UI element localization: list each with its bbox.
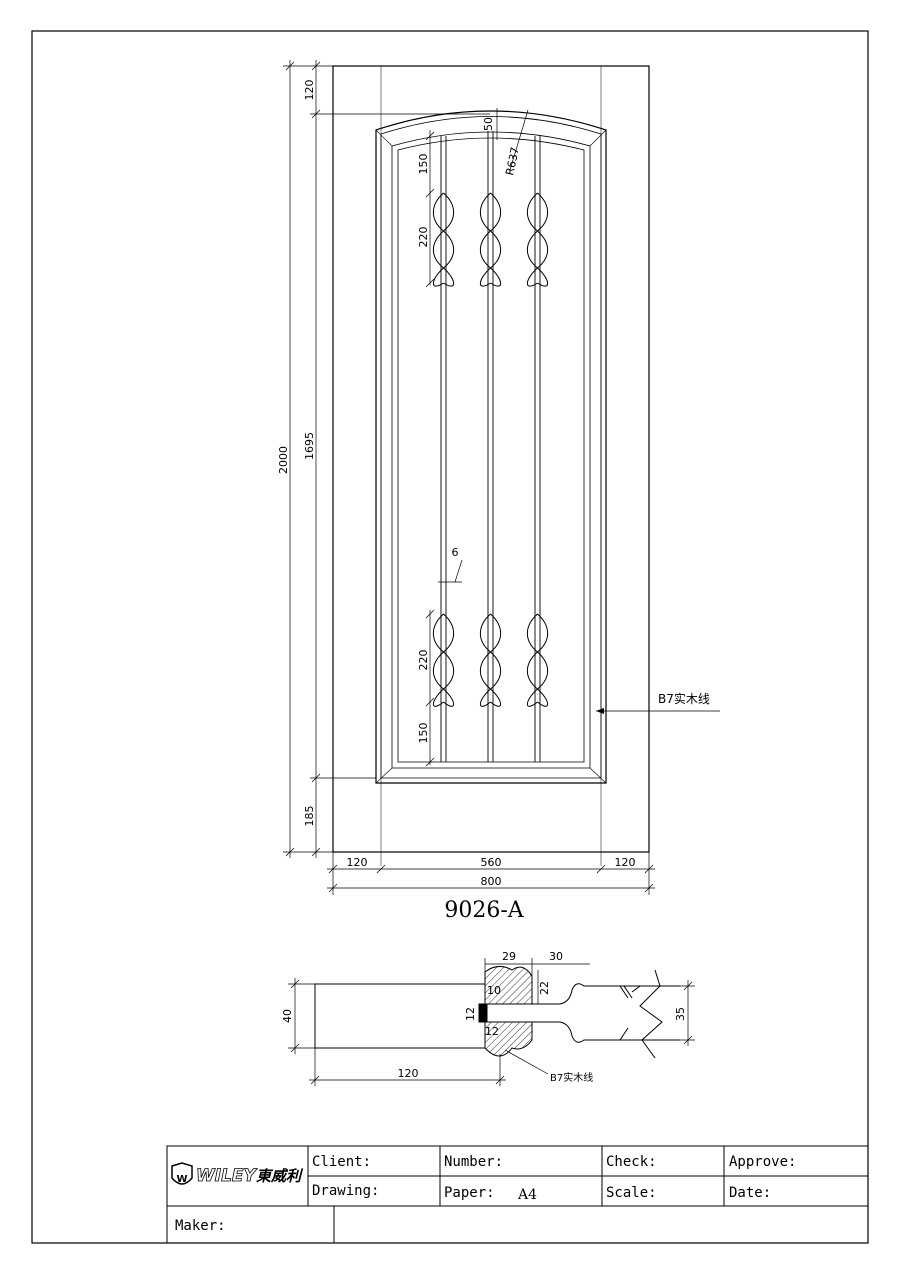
- panel-tongue: [478, 1003, 488, 1023]
- shield-icon: [171, 1162, 193, 1185]
- company-logo: W WILEY 東威利: [171, 1162, 304, 1186]
- stile-section: [314, 983, 486, 1049]
- maker-label: Maker:: [175, 1218, 226, 1234]
- door-front-view: [332, 65, 650, 866]
- door-outline: [332, 65, 650, 853]
- molding-callout: B7实木线: [658, 691, 710, 706]
- dim-groove-upper: 12: [464, 1007, 477, 1021]
- dim-molding-height: 22: [538, 981, 551, 995]
- dim-overall-height: 2000: [277, 446, 290, 474]
- dim-groove-lower: 12: [485, 1025, 499, 1038]
- dim-panel-width: 560: [481, 856, 502, 869]
- dim-left-stile: 120: [347, 856, 368, 869]
- date-label: Date:: [729, 1185, 771, 1201]
- section-molding-callout: B7实木线: [550, 1071, 593, 1084]
- dim-bottom-ornament-length: 220: [417, 650, 430, 671]
- section-dimensions: [288, 958, 695, 1086]
- top-ornaments: [432, 192, 549, 287]
- dim-top-ornament-offset: 150: [417, 154, 430, 175]
- decorative-bars: [440, 131, 541, 762]
- svg-text:W: W: [176, 1174, 187, 1185]
- sheet-border: [31, 30, 869, 1244]
- dim-bottom-ornament-offset: 150: [417, 723, 430, 744]
- number-label: Number:: [444, 1154, 503, 1170]
- dim-molding-step: 30: [549, 950, 563, 963]
- molding-frame-outer: [375, 110, 607, 784]
- molding-profile-bottom: [484, 1021, 533, 1057]
- dim-panel-height: 1695: [303, 432, 316, 460]
- drawing-label: Drawing:: [312, 1183, 379, 1199]
- dim-top-rail: 120: [303, 80, 316, 101]
- dim-section-stile-width: 120: [398, 1067, 419, 1080]
- bottom-ornaments: [432, 613, 549, 707]
- dim-profile-thickness: 35: [674, 1007, 687, 1021]
- molding-frame-mid: [380, 116, 602, 779]
- paper-label: Paper:: [444, 1185, 495, 1201]
- dim-bar-width: 6: [452, 546, 459, 559]
- door-section-view: [314, 966, 680, 1059]
- dim-arch-rise: 50: [482, 117, 495, 131]
- dim-arch-radius: R637: [503, 146, 522, 177]
- drawing-title: 9026-A: [444, 898, 524, 923]
- paper-value: A4: [517, 1187, 537, 1203]
- dim-bottom-rail: 185: [303, 806, 316, 827]
- logo-text: WILEY: [196, 1166, 258, 1186]
- dim-molding-width: 29: [502, 950, 516, 963]
- dim-rebate-depth: 10: [487, 984, 501, 997]
- logo-cn: 東威利: [256, 1167, 304, 1185]
- dim-overall-width: 800: [481, 875, 502, 888]
- check-label: Check:: [606, 1154, 657, 1170]
- front-dimension-labels: 2000 120 1695 185 120 560 120 800 50 R63…: [277, 80, 710, 889]
- dim-section-thickness: 40: [281, 1009, 294, 1023]
- dim-right-stile: 120: [615, 856, 636, 869]
- title-block: [166, 1145, 869, 1244]
- dim-top-ornament-length: 220: [417, 227, 430, 248]
- section-dimension-labels: 40 120 29 30 22 10 12 12 35 B7实木线: [281, 950, 687, 1084]
- approve-label: Approve:: [729, 1154, 796, 1170]
- client-label: Client:: [312, 1154, 371, 1170]
- title-block-fields: Client: Number: Check: Approve: Drawing:…: [175, 1154, 796, 1234]
- front-dimensions: [283, 60, 720, 895]
- scale-label: Scale:: [606, 1185, 657, 1201]
